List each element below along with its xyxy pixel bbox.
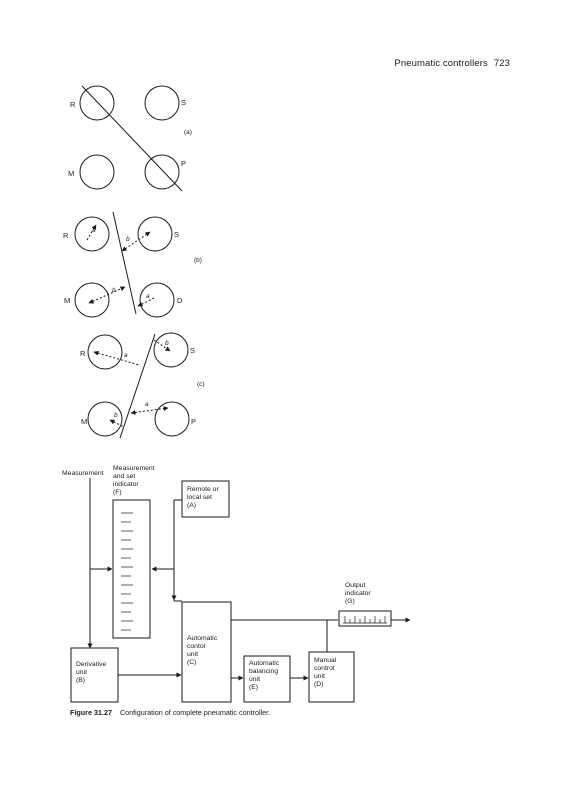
label-a-bottom: a	[146, 293, 150, 300]
circle-p	[154, 401, 190, 437]
balance-line	[81, 85, 183, 192]
distance-b-bottom	[88, 286, 126, 304]
balancing-e-label: Automatic balancing unit (E)	[249, 660, 281, 691]
label-r: R	[70, 100, 76, 109]
label-a-top: a	[124, 352, 128, 359]
remote-set-a-box	[181, 480, 230, 518]
indicator-scale	[121, 512, 133, 631]
output-g-label: Output indicator (G)	[345, 582, 373, 605]
label-p: D	[177, 296, 183, 305]
label-m: M	[81, 417, 87, 426]
label-b-top: b	[165, 340, 169, 347]
manual-control-d-box	[308, 651, 355, 703]
distance-b-top	[153, 339, 171, 352]
circle-p	[139, 282, 175, 318]
figure-number: Figure 31.27	[70, 708, 112, 717]
circle-s	[153, 332, 189, 368]
output-scale	[343, 616, 387, 624]
diagram-b-label: (b)	[194, 257, 202, 264]
circle-r	[74, 216, 110, 252]
label-b-top: b	[126, 236, 130, 243]
label-b-bottom: b	[112, 287, 116, 294]
distance-a-top	[93, 350, 140, 366]
distance-b-top	[121, 231, 151, 252]
running-header: Pneumatic controllers 723	[388, 58, 510, 69]
label-s: S	[181, 98, 186, 107]
circle-m	[79, 154, 115, 190]
distance-a-bottom	[137, 297, 155, 307]
auto-control-c-label: Automatic contol unit (C)	[187, 635, 219, 666]
diagram-a	[79, 85, 183, 192]
distance-a-top	[86, 224, 97, 241]
diagram-a-label: (a)	[184, 129, 192, 136]
label-s: S	[190, 346, 195, 355]
circle-s	[144, 85, 180, 121]
indicator-f-box	[112, 499, 151, 639]
diagram-c-label: (c)	[197, 381, 205, 388]
label-m: M	[64, 296, 70, 305]
balancing-e-box	[243, 655, 291, 703]
diagram-c	[87, 332, 190, 439]
circle-r	[79, 85, 115, 121]
label-s: S	[174, 230, 179, 239]
label-p: P	[191, 417, 196, 426]
balance-line	[112, 211, 137, 315]
header-title: Pneumatic controllers	[394, 58, 488, 69]
remote-set-a-label: Remote or local set (A)	[187, 486, 221, 509]
indicator-f-label: Measurement and set indicator (F)	[113, 465, 156, 496]
label-a-bottom: a	[145, 401, 149, 408]
label-m: M	[68, 169, 74, 178]
circle-r	[87, 334, 123, 370]
circle-p	[144, 154, 180, 190]
manual-control-d-label: Manual control unit (D)	[314, 657, 338, 688]
figure-caption: Figure 31.27 Configuration of complete pn…	[70, 708, 270, 717]
figure-caption-text: Configuration of complete pneumatic cont…	[119, 708, 271, 717]
label-r: R	[63, 231, 69, 240]
label-b-bottom: b	[114, 412, 118, 419]
circle-m	[87, 401, 123, 437]
page-number: 723	[493, 58, 510, 69]
distance-a-bottom	[130, 406, 169, 415]
label-a-top: a	[92, 227, 96, 234]
distance-b-bottom	[109, 419, 125, 428]
output-g-box	[338, 610, 392, 627]
diagram-b	[74, 211, 175, 318]
auto-control-c-box	[181, 601, 232, 703]
derivative-b-label: Derivative unit (B)	[76, 661, 108, 684]
block-diagram	[70, 478, 411, 703]
measurement-input-label: Measurement	[62, 470, 104, 477]
label-r: R	[80, 349, 86, 358]
label-p: P	[181, 159, 186, 168]
circle-m	[74, 282, 110, 318]
circle-s	[137, 216, 173, 252]
balance-line	[119, 333, 156, 439]
